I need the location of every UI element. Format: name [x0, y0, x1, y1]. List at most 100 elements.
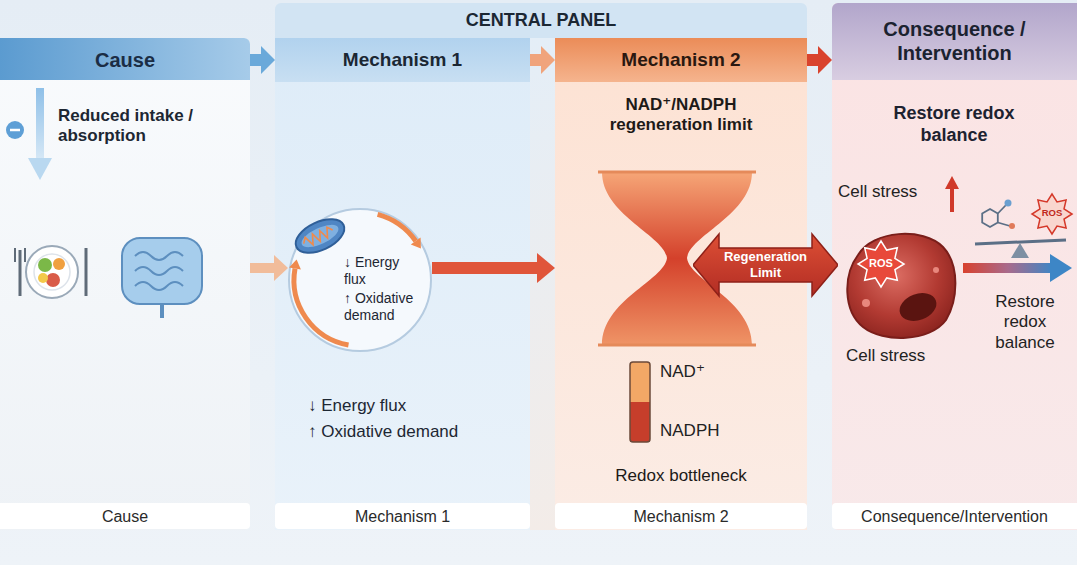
cell-outline — [838, 225, 960, 343]
illustration-part — [998, 205, 1006, 214]
illustration-part — [135, 252, 183, 290]
organelle — [933, 267, 939, 273]
illustration-part — [630, 402, 650, 442]
flow-arrow — [807, 46, 832, 74]
illustration-part — [294, 269, 349, 346]
illustration-part — [46, 273, 60, 287]
illustration-part — [291, 212, 350, 259]
arrow-shaft — [432, 262, 537, 274]
illustration-part — [53, 258, 65, 270]
illustration-part — [1005, 200, 1012, 207]
stress-up-arrow — [945, 176, 959, 212]
cell-nucleus — [896, 288, 941, 325]
arrow-shaft — [250, 54, 261, 66]
panel-footer: Cause — [0, 507, 250, 526]
intervention-label: Restore redox balance — [976, 292, 1074, 353]
panel-title: CENTRAL PANEL — [275, 10, 807, 32]
illustration-part — [160, 304, 164, 318]
decrease-symbol — [6, 88, 52, 180]
redox-gauge — [630, 362, 650, 442]
arrow-head — [541, 46, 555, 74]
header-band — [832, 3, 1077, 80]
illustration-part — [1009, 223, 1015, 229]
illustration-part — [998, 223, 1010, 227]
mechanism-text: NAD⁺/NADPH regeneration limit — [581, 95, 781, 136]
illustration-part — [598, 171, 756, 174]
double-arrow-shape: Regeneration Limit — [693, 232, 838, 298]
illustration-part — [1050, 254, 1072, 282]
panel-heading: Mechanism 1 — [275, 49, 530, 72]
illustration-part — [378, 214, 416, 241]
arrow-head — [818, 46, 832, 74]
effect-text: ↑ Oxidative demand — [344, 290, 426, 324]
caption-text: Redox bottleneck — [555, 466, 807, 486]
arrow-head — [537, 253, 555, 283]
illustration-part — [28, 158, 52, 180]
cycle-arrows — [289, 214, 421, 345]
ros-burst — [1032, 194, 1072, 234]
panel-footer: Mechanism 2 — [555, 507, 807, 526]
illustration-part — [36, 88, 44, 160]
illustration-part — [1011, 243, 1029, 258]
illustration-part — [289, 260, 301, 270]
panel-heading: Mechanism 2 — [555, 49, 807, 72]
restore-arrow — [963, 254, 1072, 282]
illustration-part — [945, 176, 959, 189]
arrow-shaft — [250, 263, 274, 273]
ros-text: ROS — [868, 257, 894, 270]
flow-arrow — [250, 46, 275, 74]
arrow-head — [274, 255, 288, 281]
panel-footer: Consequence/Intervention — [832, 507, 1077, 526]
panel-footer: Mechanism 1 — [275, 507, 530, 526]
illustration-part — [975, 240, 1066, 244]
illustration-part — [26, 246, 78, 298]
illustration-part — [411, 238, 421, 249]
effect-text: ↓ Energy flux — [344, 254, 410, 288]
double-arrow-body — [693, 234, 838, 296]
mitochondrion — [291, 212, 350, 259]
illustration-part — [298, 220, 341, 251]
panel-heading: Consequence / Intervention — [842, 17, 1067, 65]
illustration-part — [85, 248, 88, 296]
illustration-part — [602, 172, 752, 345]
cell-membrane — [847, 234, 955, 338]
illustration-part — [1032, 194, 1072, 234]
illustration-part — [34, 254, 70, 290]
illustration-part — [630, 362, 650, 442]
molecule-icon — [982, 200, 1015, 230]
flow-arrow — [250, 255, 288, 281]
illustration-part — [982, 209, 998, 227]
arrow-label: Regeneration Limit — [717, 249, 814, 280]
stress-label: Cell stress — [846, 346, 956, 366]
illustration-part — [950, 186, 954, 212]
illustration-part — [14, 248, 16, 262]
ros-label: ROS — [1038, 207, 1066, 218]
gauge-label: NAD⁺ — [660, 362, 730, 382]
arrow-head — [261, 46, 275, 74]
mechanism-panel: Mechanism 1↓ Energy flux↑ Oxidative dema… — [275, 38, 530, 530]
illustration-part — [38, 273, 48, 283]
illustration-part — [963, 263, 1053, 273]
organelle — [862, 299, 870, 307]
intervention-text: Restore redox balance — [879, 103, 1029, 146]
stressed-cell: ROS — [838, 225, 960, 343]
illustration-part — [122, 238, 202, 304]
illustration-part — [10, 129, 20, 132]
hourglass — [598, 172, 756, 345]
arrow-shaft — [807, 54, 818, 66]
plate-icon — [15, 246, 86, 298]
panel-heading: Cause — [0, 48, 250, 72]
illustration-part — [19, 250, 22, 296]
intestine-icon — [122, 238, 202, 318]
gauge-label: NADPH — [660, 421, 740, 441]
flow-arrow — [432, 253, 555, 283]
illustration-part — [6, 121, 24, 139]
effect-text: ↑ Oxidative demand — [308, 422, 523, 442]
effect-text: ↓ Energy flux — [308, 396, 523, 416]
illustration-part — [302, 226, 335, 249]
cause-text: Reduced intake / absorption — [58, 106, 233, 147]
ros-burst — [858, 241, 904, 287]
stress-label: Cell stress — [838, 182, 938, 202]
